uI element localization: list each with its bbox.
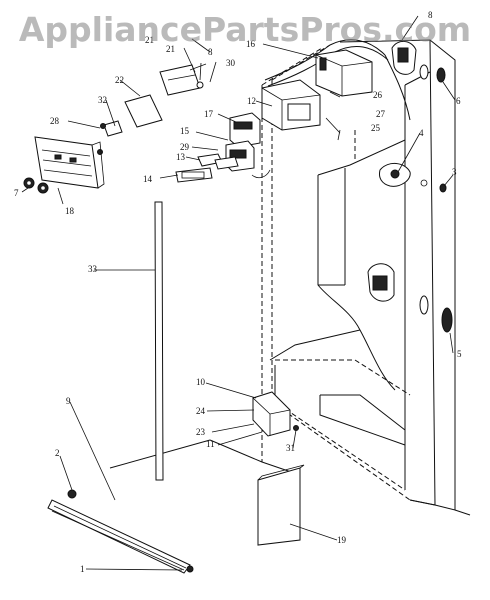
callout-19: 19 [337, 535, 347, 545]
toe-grille-part-1 [47, 499, 194, 574]
callout-8-bracket: 8 [208, 47, 213, 57]
callout-18: 18 [65, 206, 75, 216]
lower-hinge-assembly [252, 391, 299, 437]
control-box-part-16 [315, 49, 373, 97]
callout-7: 7 [14, 188, 19, 198]
callout-13: 13 [176, 152, 186, 162]
callout-11: 11 [206, 439, 215, 449]
callout-4: 4 [419, 128, 424, 138]
callout-16: 16 [246, 39, 256, 49]
callout-3: 3 [452, 167, 457, 177]
callout-14: 14 [143, 174, 153, 184]
callout-21-lower: 21 [166, 44, 175, 54]
callout-28: 28 [50, 116, 60, 126]
callout-26: 26 [373, 90, 383, 100]
callout-labels: 1 2 3 4 5 6 7 8 8 9 10 11 12 13 14 15 16… [14, 10, 462, 574]
switch-assembly [175, 112, 271, 183]
callout-25: 25 [371, 123, 381, 133]
screw-part-2 [67, 489, 77, 499]
callout-23: 23 [196, 427, 206, 437]
callout-31: 31 [286, 443, 295, 453]
callout-24: 24 [196, 406, 206, 416]
callout-6: 6 [456, 96, 461, 106]
callout-27: 27 [376, 109, 386, 119]
bracket-assembly [97, 63, 207, 155]
callout-9: 9 [66, 396, 71, 406]
trim-strip-part-33 [154, 201, 164, 481]
access-panel-part-19 [257, 464, 305, 546]
callout-17: 17 [204, 109, 214, 119]
callout-8-upper-right: 8 [428, 10, 433, 20]
callout-32: 32 [98, 95, 107, 105]
knob-part-7 [23, 177, 49, 194]
callout-10: 10 [196, 377, 206, 387]
callout-21-upper: 21 [145, 35, 154, 45]
callout-1: 1 [80, 564, 85, 574]
control-panel-part-18 [34, 136, 105, 189]
cabinet-liner [261, 44, 411, 501]
callout-29: 29 [180, 142, 190, 152]
light-housing-part-12 [261, 79, 321, 131]
side-light-parts [367, 41, 453, 333]
leader-lines [21, 15, 456, 571]
callout-15: 15 [180, 126, 190, 136]
callout-33: 33 [88, 264, 98, 274]
callout-22: 22 [115, 75, 124, 85]
callout-30: 30 [226, 58, 236, 68]
callout-12: 12 [247, 96, 256, 106]
callout-5: 5 [457, 349, 462, 359]
callout-2: 2 [55, 448, 60, 458]
